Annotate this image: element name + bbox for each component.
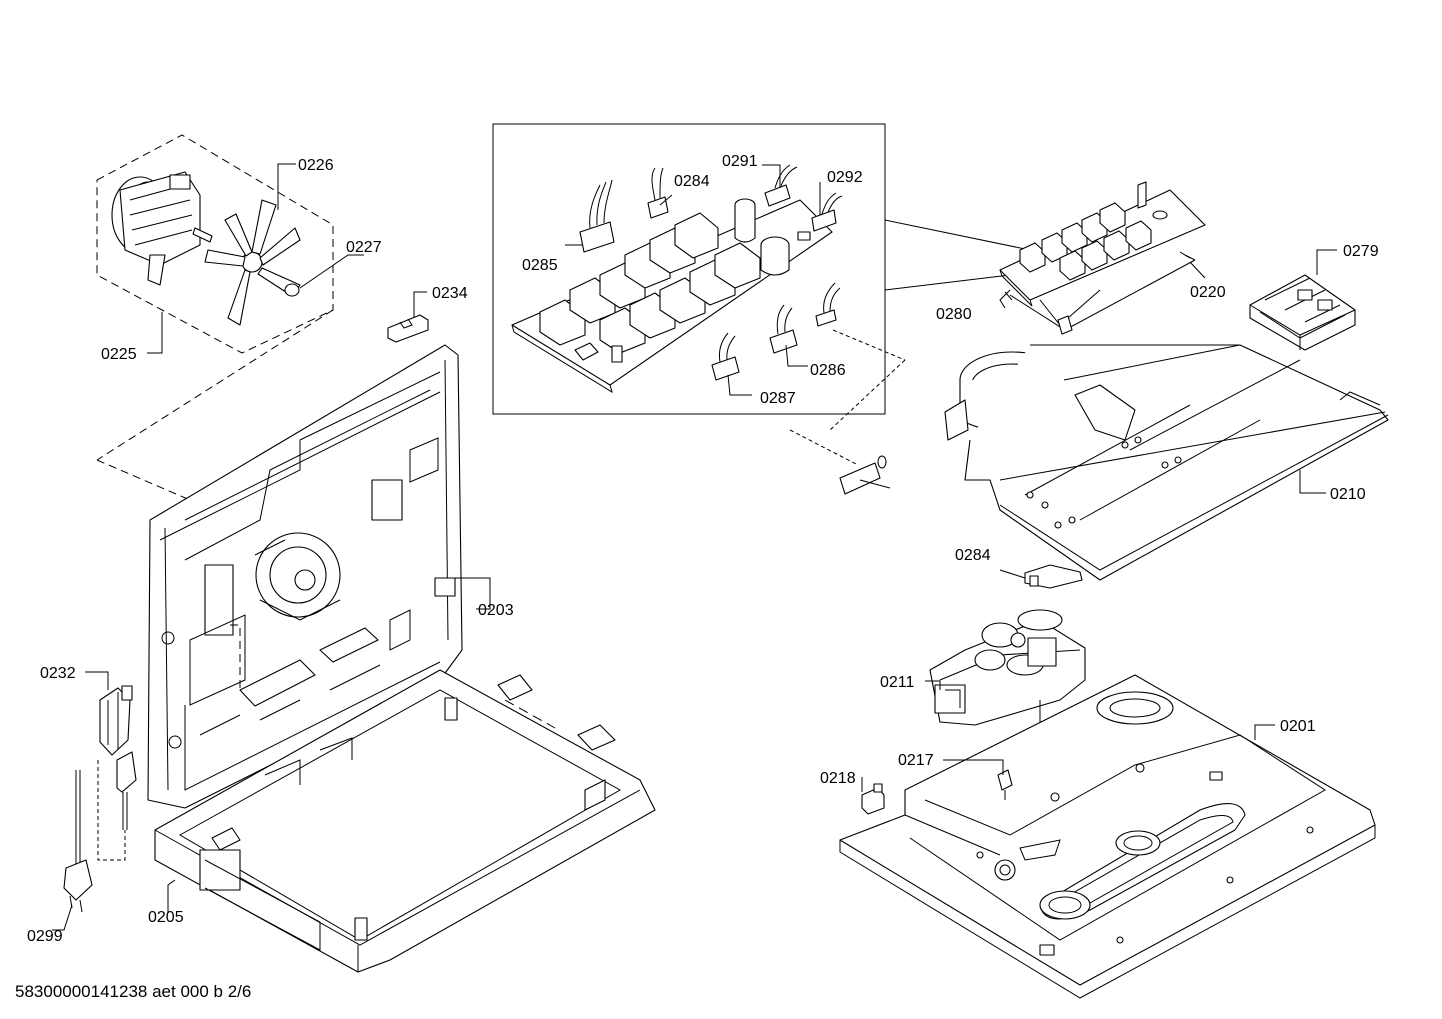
callout-0217: 0217 — [898, 752, 934, 769]
callout-leaders — [52, 163, 1337, 931]
callout-0285: 0285 — [522, 257, 558, 274]
callout-0226: 0226 — [298, 157, 334, 174]
base-plate-0201 — [839, 674, 1376, 999]
back-panel-0203 — [147, 344, 463, 809]
pcb-detail-box — [492, 123, 886, 415]
callout-0279: 0279 — [1343, 243, 1379, 260]
callout-0299: 0299 — [27, 928, 63, 945]
air-duct-0210 — [944, 344, 1389, 581]
callout-0284-pcb: 0284 — [674, 173, 710, 190]
part-0279 — [1249, 274, 1356, 351]
callout-0234: 0234 — [432, 285, 468, 302]
sensor-bracket — [839, 455, 891, 495]
callout-0280: 0280 — [936, 306, 972, 323]
callout-labels: 0226 0227 0225 0234 0203 0232 0299 0205 … — [27, 153, 1379, 945]
callout-0220: 0220 — [1190, 284, 1226, 301]
callout-0211: 0211 — [880, 674, 915, 691]
fan-housing-0211 — [929, 609, 1086, 845]
callout-0203: 0203 — [478, 602, 514, 619]
base-tray-0205 — [154, 669, 656, 973]
callout-0227: 0227 — [346, 239, 382, 256]
callout-0205: 0205 — [148, 909, 184, 926]
callout-0284-duct: 0284 — [955, 547, 991, 564]
callout-0232: 0232 — [40, 665, 76, 682]
callout-0286: 0286 — [810, 362, 846, 379]
callout-0201: 0201 — [1280, 718, 1316, 735]
clip-0217 — [997, 769, 1013, 800]
drawing-reference: 58300000141238 aet 000 b 2/6 — [15, 982, 251, 1001]
callout-0292: 0292 — [827, 169, 863, 186]
switch-0218 — [861, 783, 885, 815]
bracket-0234 — [387, 314, 429, 343]
callout-0225: 0225 — [101, 346, 137, 363]
power-cord-assembly — [63, 685, 137, 913]
callout-0287: 0287 — [760, 390, 796, 407]
fan-motor-assembly — [96, 134, 334, 501]
callout-0218: 0218 — [820, 770, 856, 787]
pcb-0280 — [999, 181, 1206, 335]
callout-0291: 0291 — [722, 153, 758, 170]
connector-0284-lower — [1024, 564, 1083, 589]
callout-0210: 0210 — [1330, 486, 1366, 503]
